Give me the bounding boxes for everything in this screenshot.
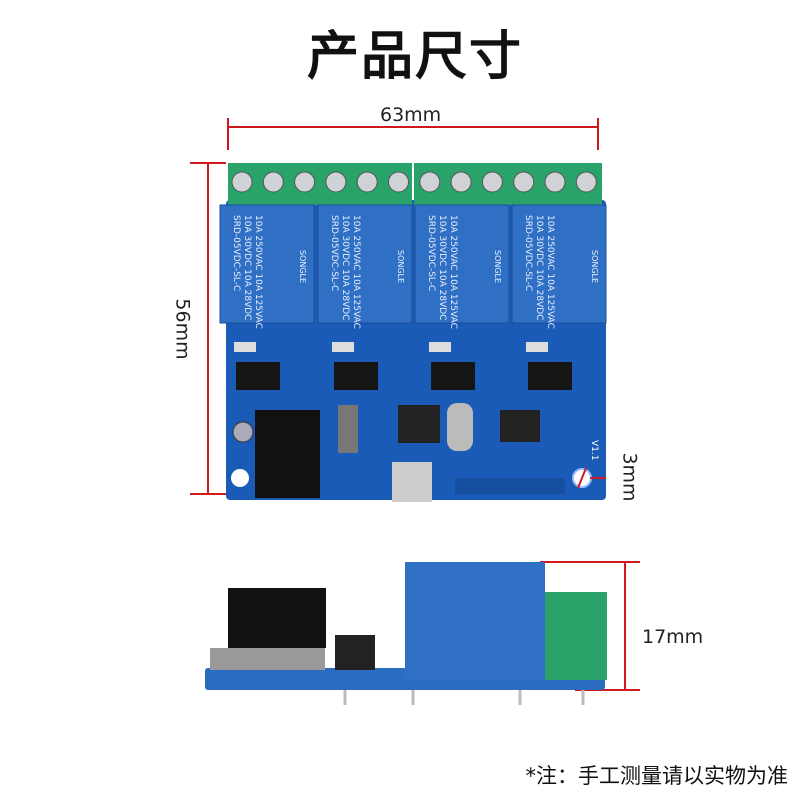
dimension-lines <box>190 118 640 691</box>
relay-brand: SONGLE <box>298 250 307 283</box>
relay-label: 10A 250VAC 10A 125VAC <box>253 215 263 329</box>
usb-port <box>392 462 432 502</box>
dc-jack <box>255 410 320 498</box>
relay <box>219 204 315 324</box>
thickness-label: 17mm <box>642 626 704 648</box>
measurement-note: *注：手工测量请以实物为准 <box>525 764 789 788</box>
led <box>234 342 256 352</box>
optocoupler <box>431 362 475 390</box>
pin-header <box>455 478 565 494</box>
relay-label: SRD-05VDC-SL-C <box>231 215 241 291</box>
led <box>429 342 451 352</box>
relay-label: SRD-05VDC-SL-C <box>329 215 339 291</box>
screw <box>294 171 316 193</box>
relay-label: 10A 250VAC 10A 125VAC <box>351 215 361 329</box>
page-title: 产品尺寸 <box>306 27 523 87</box>
relay <box>414 204 510 324</box>
screw <box>575 171 597 193</box>
hole-label: 3mm <box>618 452 641 502</box>
relay <box>511 204 607 324</box>
relay-label: 10A 250VAC 10A 125VAC <box>448 215 458 329</box>
led <box>526 342 548 352</box>
height-label: 56mm <box>171 298 194 360</box>
mount-hole <box>231 469 249 487</box>
terminal-blocks <box>228 163 602 205</box>
relay-label: SRD-05VDC-SL-C <box>523 215 533 291</box>
relay-brand: SONGLE <box>493 250 502 283</box>
board-version: V1.1 <box>589 440 599 460</box>
optocoupler <box>236 362 280 390</box>
relay-label: 10A 30VDC 10A 28VDC <box>242 215 252 320</box>
chip-1 <box>398 405 440 443</box>
relay-label: 10A 30VDC 10A 28VDC <box>437 215 447 320</box>
optocoupler <box>528 362 572 390</box>
screw <box>481 171 503 193</box>
screw <box>544 171 566 193</box>
crystal <box>447 403 473 451</box>
screw <box>450 171 472 193</box>
power-switch <box>338 405 358 453</box>
chip-2 <box>500 410 540 442</box>
relay-brand: SONGLE <box>396 250 405 283</box>
relay-label: SRD-05VDC-SL-C <box>426 215 436 291</box>
relay <box>317 204 413 324</box>
led <box>332 342 354 352</box>
screw <box>325 171 347 193</box>
capacitor <box>232 421 254 443</box>
screw <box>419 171 441 193</box>
relay-label: 10A 30VDC 10A 28VDC <box>340 215 350 320</box>
screw <box>388 171 409 193</box>
relay-label: 10A 30VDC 10A 28VDC <box>534 215 544 320</box>
screw <box>231 171 253 193</box>
relay-brand: SONGLE <box>590 250 599 283</box>
relay-label: 10A 250VAC 10A 125VAC <box>545 215 555 329</box>
side-view-board <box>205 562 607 705</box>
optocoupler <box>334 362 378 390</box>
optocouplers <box>234 342 572 390</box>
screw <box>262 171 284 193</box>
width-label: 63mm <box>380 104 442 126</box>
screw <box>513 171 535 193</box>
screw <box>356 171 378 193</box>
